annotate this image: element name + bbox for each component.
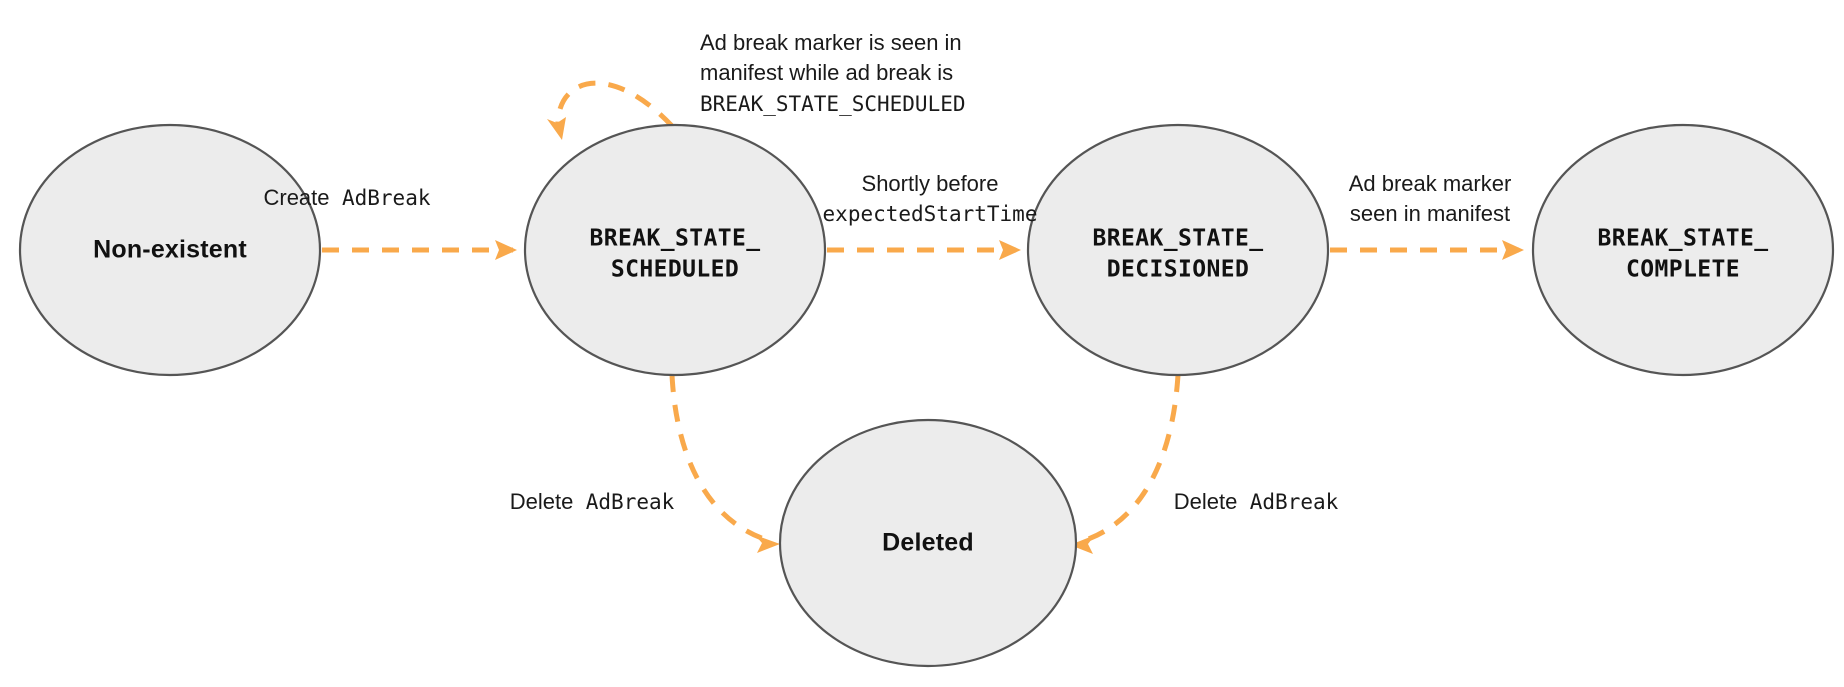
edge-label-create-text: Create AdBreak (263, 185, 430, 210)
edge-selfloop-line (555, 80, 674, 129)
edge-label-delete-left-text: Delete AdBreak (510, 489, 675, 514)
edge-scheduled-to-decisioned (827, 240, 1021, 260)
edge-decisioned-arrowhead (999, 240, 1021, 260)
node-deleted-label: Deleted (882, 529, 974, 557)
edge-label-complete-line1: Ad break marker (1349, 171, 1512, 196)
edge-label-delete-left-mono: AdBreak (586, 490, 675, 514)
edge-selfloop-arrowhead (547, 117, 566, 140)
edge-label-delete-right-text: Delete AdBreak (1174, 489, 1339, 514)
node-complete-label-line2: COMPLETE (1626, 257, 1740, 283)
node-non-existent[interactable]: Non-existent (18, 123, 322, 377)
node-non-existent-label: Non-existent (93, 236, 247, 264)
edge-label-delete-right-mono: AdBreak (1250, 490, 1339, 514)
node-break-state-decisioned[interactable]: BREAK_STATE_ DECISIONED (1026, 123, 1330, 377)
edge-label-marker-seen-in-manifest: Ad break marker seen in manifest (1349, 171, 1512, 226)
edge-scheduled-to-deleted (669, 374, 780, 553)
edge-create-adbreak (322, 240, 517, 260)
node-complete-shape[interactable] (1531, 123, 1835, 377)
node-decisioned-label-line2: DECISIONED (1107, 257, 1249, 283)
edge-label-delete-adbreak-left: Delete AdBreak (510, 489, 675, 514)
edge-label-delete-adbreak-right: Delete AdBreak (1174, 489, 1339, 514)
edge-decisioned-to-complete (1330, 240, 1524, 260)
edge-label-selfloop-line1: Ad break marker is seen in (700, 30, 962, 55)
edge-label-decisioned-line1: Shortly before (862, 171, 999, 196)
node-break-state-complete[interactable]: BREAK_STATE_ COMPLETE (1531, 123, 1835, 377)
edge-delete-right-line (1082, 374, 1181, 544)
node-deleted[interactable]: Deleted (778, 418, 1078, 668)
node-scheduled-label-line2: SCHEDULED (611, 257, 739, 283)
edge-delete-left-arrowhead (755, 535, 780, 553)
edge-selfloop-scheduled (547, 80, 674, 140)
edge-label-create-sans: Create (263, 185, 329, 210)
edge-decisioned-to-deleted (1070, 374, 1181, 554)
edge-label-selfloop-line2: manifest while ad break is (700, 60, 953, 85)
edge-label-selfloop-line3: BREAK_STATE_SCHEDULED (700, 92, 966, 116)
node-non-existent-shape[interactable] (18, 123, 322, 377)
node-deleted-shape[interactable] (778, 418, 1078, 668)
node-scheduled-shape[interactable] (523, 123, 827, 377)
node-break-state-scheduled[interactable]: BREAK_STATE_ SCHEDULED (523, 123, 827, 377)
edge-label-create-adbreak: Create AdBreak (263, 185, 430, 210)
edge-label-delete-left-sans: Delete (510, 489, 574, 514)
node-decisioned-shape[interactable] (1026, 123, 1330, 377)
edge-label-complete-line2: seen in manifest (1350, 201, 1510, 226)
edge-label-shortly-before: Shortly before expectedStartTime (823, 171, 1038, 226)
node-complete-label-line1: BREAK_STATE_ (1598, 226, 1769, 252)
edge-label-delete-right-sans: Delete (1174, 489, 1238, 514)
edge-delete-right-arrowhead (1070, 535, 1095, 554)
edge-create-arrowhead (495, 240, 517, 260)
node-decisioned-label-line1: BREAK_STATE_ (1093, 226, 1264, 252)
edge-delete-left-line (669, 374, 768, 543)
edge-complete-arrowhead (1502, 240, 1524, 260)
edge-label-decisioned-line2: expectedStartTime (823, 202, 1038, 226)
edge-label-selfloop-scheduled: Ad break marker is seen in manifest whil… (700, 30, 966, 116)
node-scheduled-label-line1: BREAK_STATE_ (590, 226, 761, 252)
edge-label-create-mono: AdBreak (342, 186, 431, 210)
